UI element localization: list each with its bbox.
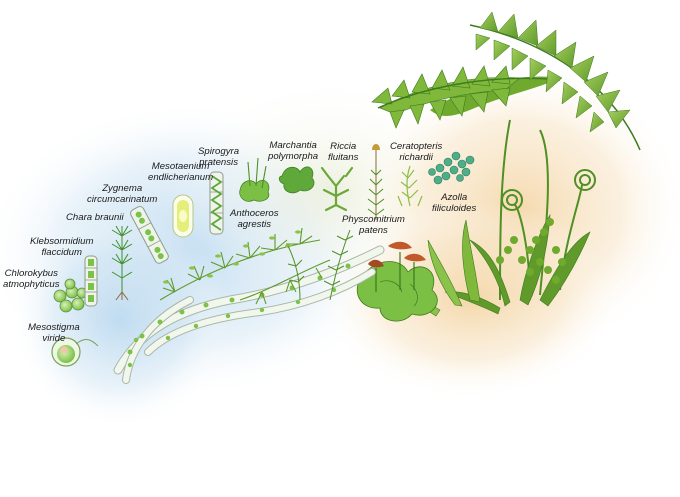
label-chlorokybus: Chlorokybus atmophyticus	[3, 268, 60, 290]
species-name: patens	[359, 225, 388, 236]
species-name: Mesotaenium	[151, 161, 210, 172]
fern-frond-icon	[469, 11, 641, 151]
label-ceratopteris: Ceratopteris richardii	[390, 141, 442, 163]
species-name: Azolla	[441, 192, 468, 203]
algal-cell-icon	[172, 194, 194, 238]
filament-icon	[84, 255, 98, 307]
species-name: filiculoides	[432, 203, 477, 214]
species-name: flaccidum	[41, 247, 82, 258]
species-name: Physcomitrium	[342, 214, 405, 225]
moss-icon	[111, 225, 133, 301]
species-name: endlicherianum	[148, 172, 214, 183]
label-spirogyra: Spirogyra pratensis	[198, 146, 239, 168]
species-name: Chara braunii	[66, 212, 124, 223]
species-name: viride	[42, 333, 66, 344]
species-name: agrestis	[237, 219, 272, 230]
label-riccia: Riccia fluitans	[328, 141, 358, 163]
fern-frond-icon	[397, 165, 423, 207]
filament-icon	[130, 206, 169, 264]
species-name: Riccia	[330, 141, 357, 152]
species-name: Spirogyra	[198, 146, 240, 157]
label-mesostigma: Mesostigma viride	[28, 322, 80, 344]
species-name: Ceratopteris	[390, 141, 443, 152]
species-name: circumcarinatum	[87, 194, 158, 205]
species-name: atmophyticus	[3, 279, 60, 290]
label-chara: Chara braunii	[66, 212, 124, 223]
filament-icon	[209, 171, 224, 235]
liverwort-icon	[320, 166, 354, 212]
species-name: pratensis	[199, 157, 238, 168]
label-klebsormidium: Klebsormidium flaccidum	[30, 236, 93, 258]
species-name: Mesostigma	[28, 322, 80, 333]
aquatic-fern-icon	[428, 151, 475, 185]
species-name: polymorpha	[268, 151, 319, 162]
species-name: richardii	[399, 152, 433, 163]
fern-frond-icon	[371, 65, 561, 129]
label-marchantia: Marchantia polymorpha	[268, 140, 318, 162]
moss-icon	[287, 229, 354, 301]
species-name: Anthoceros	[230, 208, 279, 219]
moss-icon	[496, 218, 566, 284]
liverwort-icon	[239, 157, 270, 202]
species-name: Zygnema	[102, 183, 143, 194]
algal-cell-icon	[51, 337, 99, 367]
species-name: Chlorokybus	[4, 268, 58, 279]
moss-icon	[163, 230, 301, 284]
moss-icon	[367, 144, 385, 220]
liverwort-icon	[356, 241, 438, 322]
label-azolla: Azolla filiculoides	[432, 192, 476, 214]
species-name: fluitans	[328, 152, 359, 163]
liverwort-icon	[278, 166, 315, 194]
label-physcomitrium: Physcomitrium patens	[342, 214, 405, 236]
species-name: Klebsormidium	[30, 236, 94, 247]
species-name: Marchantia	[269, 140, 317, 151]
algal-cell-icon	[127, 263, 351, 368]
label-anthoceros: Anthoceros agrestis	[230, 208, 279, 230]
label-mesotaenium: Mesotaenium endlicherianum	[148, 161, 213, 183]
label-zygnema: Zygnema circumcarinatum	[87, 183, 157, 205]
